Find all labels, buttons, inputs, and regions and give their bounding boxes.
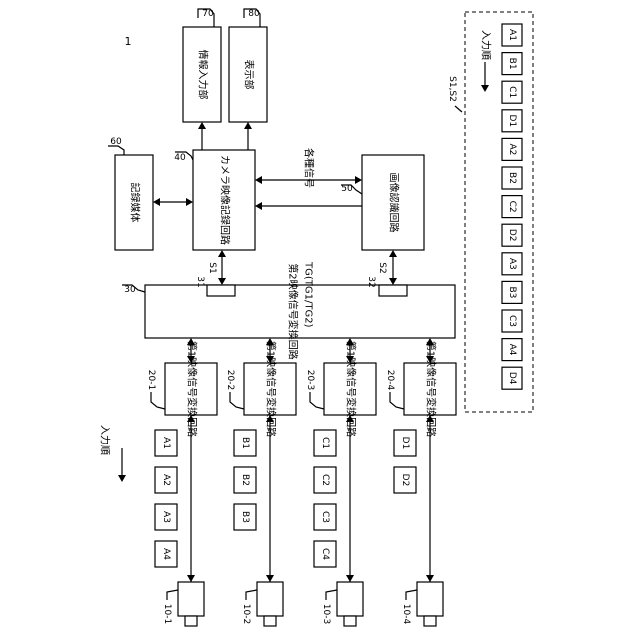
frame-label: C3 bbox=[320, 511, 330, 523]
camera-ref: 10-3 bbox=[321, 604, 331, 624]
display-block: 表示部 80 bbox=[229, 9, 267, 122]
figure-number: 1 bbox=[125, 35, 132, 48]
camera-recording-ref: 40 bbox=[174, 153, 186, 163]
frame-label: C4 bbox=[320, 548, 330, 560]
output-dashed-frame bbox=[465, 12, 533, 412]
frame-label: C2 bbox=[320, 474, 330, 486]
image-recognition-ref: 50 bbox=[341, 184, 353, 194]
frame-label: B2 bbox=[240, 474, 250, 486]
port-32 bbox=[379, 285, 407, 296]
frame-label: A4 bbox=[161, 548, 171, 560]
channel-2: 第1映像信号変換回路 20-2B1B2B3 10-2 bbox=[225, 338, 296, 626]
out-frame-label: C3 bbox=[507, 315, 517, 327]
camera-ref: 10-2 bbox=[241, 604, 251, 624]
camera-ref: 10-4 bbox=[401, 604, 411, 625]
various-signals-label: 各種信号 bbox=[303, 148, 316, 188]
first-conversion-ref: 20-3 bbox=[305, 370, 315, 390]
first-conversion-ref: 20-4 bbox=[385, 370, 395, 391]
camera-icon bbox=[257, 578, 283, 626]
output-order-label: 入力順 bbox=[480, 30, 493, 60]
frame-label: A3 bbox=[161, 511, 171, 523]
camera-recording-label: カメラ映像記録回路 bbox=[219, 155, 232, 245]
frame-label: A2 bbox=[161, 474, 171, 486]
camera-icon bbox=[337, 578, 363, 626]
first-conversion-ref: 20-2 bbox=[225, 370, 235, 390]
frame-label: D1 bbox=[400, 437, 410, 450]
second-conversion-label: 第2映像信号変換回路 bbox=[287, 263, 300, 359]
out-frame-label: A4 bbox=[507, 344, 517, 356]
first-conversion-label: 第1映像信号変換回路 bbox=[186, 341, 199, 437]
port-31 bbox=[207, 285, 235, 296]
info-input-ref: 70 bbox=[202, 9, 214, 19]
signal-s1-label: S1 bbox=[207, 262, 217, 273]
first-conversion-label: 第1映像信号変換回路 bbox=[425, 341, 438, 437]
frame-label: B1 bbox=[240, 437, 250, 449]
out-frame-label: A1 bbox=[507, 29, 517, 41]
camera-ref: 10-1 bbox=[162, 604, 172, 624]
out-frame-label: A3 bbox=[507, 258, 517, 270]
display-ref: 80 bbox=[248, 9, 260, 19]
second-conversion-block: 第2映像信号変換回路 30 bbox=[122, 263, 455, 359]
frame-label: C1 bbox=[320, 437, 330, 449]
signal-s2-label: S2 bbox=[377, 262, 387, 273]
first-conversion-ref: 20-1 bbox=[146, 370, 156, 390]
output-frame-list: A1B1C1D1A2B2C2D2A3B3C3A4D4 bbox=[502, 24, 522, 389]
output-sequence-panel: 入力順 S1,S2 A1B1C1D1A2B2C2D2A3B3C3A4D4 bbox=[447, 12, 533, 412]
out-frame-label: B2 bbox=[507, 172, 517, 184]
out-frame-label: C1 bbox=[507, 86, 517, 98]
out-frame-label: B3 bbox=[507, 286, 517, 298]
camera-channels: 第1映像信号変換回路 20-1A1A2A3A4 10-1 第1映像信号変換回路 20-2… bbox=[146, 338, 456, 626]
info-input-label: 情報入力部 bbox=[197, 50, 210, 100]
second-conversion-ref: 30 bbox=[124, 285, 136, 295]
camera-icon bbox=[178, 578, 204, 626]
out-frame-label: D4 bbox=[507, 372, 517, 385]
out-frame-label: C2 bbox=[507, 201, 517, 213]
output-signals-label: S1,S2 bbox=[447, 76, 457, 102]
input-order-label: 入力順 bbox=[99, 425, 112, 455]
ref-32: 32 bbox=[366, 276, 376, 287]
image-recognition-label: 画像認識回路 bbox=[388, 173, 401, 233]
out-frame-label: A2 bbox=[507, 143, 517, 155]
display-label: 表示部 bbox=[243, 60, 256, 90]
frame-label: B3 bbox=[240, 511, 250, 523]
frame-label: D2 bbox=[400, 474, 410, 487]
channel-4: 第1映像信号変換回路 20-4D1D2 10-4 bbox=[385, 338, 456, 626]
out-frame-label: D1 bbox=[507, 114, 517, 127]
first-conversion-label: 第1映像信号変換回路 bbox=[265, 341, 278, 437]
camera-icon bbox=[417, 578, 443, 626]
channel-1: 第1映像信号変換回路 20-1A1A2A3A4 10-1 bbox=[146, 338, 217, 626]
out-frame-label: B1 bbox=[507, 58, 517, 70]
recording-medium-block: 記録媒体 60 bbox=[108, 137, 153, 250]
ref-31: 31 bbox=[195, 276, 205, 287]
channel-3: 第1映像信号変換回路 20-3C1C2C3C4 10-3 bbox=[305, 338, 376, 626]
recording-medium-label: 記録媒体 bbox=[129, 183, 142, 223]
image-recognition-block: 画像認識回路 50 bbox=[341, 155, 424, 250]
second-conversion-box bbox=[145, 285, 455, 338]
recording-medium-ref: 60 bbox=[110, 137, 122, 147]
tg-label: TG(TG1/TG2) bbox=[303, 261, 314, 328]
frame-label: A1 bbox=[161, 437, 171, 449]
first-conversion-label: 第1映像信号変換回路 bbox=[345, 341, 358, 437]
out-frame-label: D2 bbox=[507, 229, 517, 242]
info-input-block: 情報入力部 70 bbox=[183, 9, 221, 122]
